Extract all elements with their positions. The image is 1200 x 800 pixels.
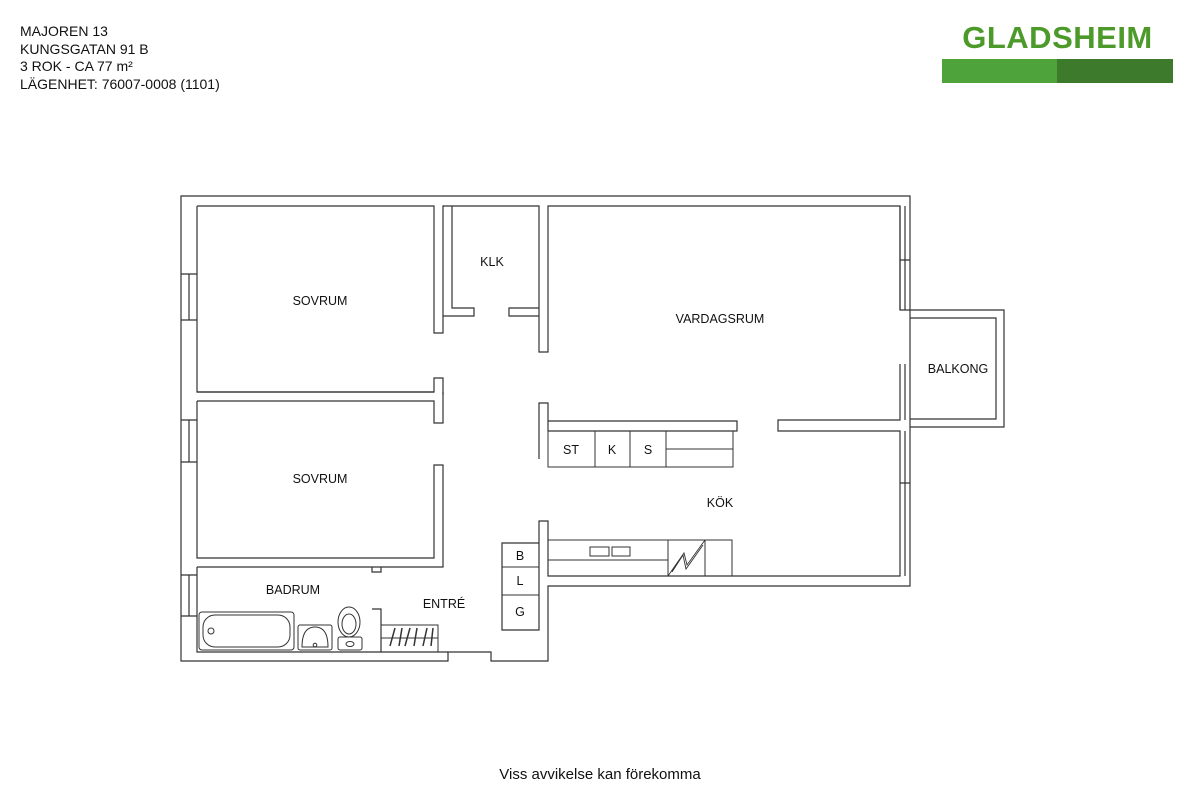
- brand-logo: GLADSHEIM: [942, 18, 1173, 83]
- label-k: K: [608, 443, 617, 457]
- label-kok: KÖK: [707, 496, 734, 510]
- label-entre: ENTRÉ: [423, 596, 465, 611]
- hangers-icon: [389, 627, 434, 647]
- walls: [180, 195, 1005, 662]
- label-sovrum-1: SOVRUM: [293, 294, 348, 308]
- balcony-walls: [910, 309, 1005, 428]
- toilet: [337, 606, 361, 638]
- label-b: B: [516, 549, 524, 563]
- label-balkong: BALKONG: [928, 362, 988, 376]
- apartment-size: 3 ROK - CA 77 m²: [20, 58, 133, 74]
- label-g: G: [515, 605, 525, 619]
- stove: [667, 539, 706, 577]
- sink: [297, 624, 333, 651]
- label-st: ST: [563, 443, 579, 457]
- stove-symbol-icon: [667, 539, 706, 577]
- property-name: MAJOREN 13: [20, 23, 108, 39]
- apartment-number: LÄGENHET: 76007-0008 (1101): [20, 75, 220, 92]
- label-s: S: [644, 443, 652, 457]
- property-address: KUNGSGATAN 91 B: [20, 40, 149, 57]
- brand-bar-dark: [1057, 59, 1173, 83]
- bathroom-walls: [196, 567, 448, 653]
- sink-1: [589, 546, 610, 557]
- living-room-walls: [501, 206, 901, 631]
- brand-bar-light: [942, 59, 1057, 83]
- outer-wall: [180, 195, 911, 662]
- sink-2: [611, 546, 631, 557]
- label-l: L: [517, 574, 524, 588]
- cabinet-g: [501, 594, 540, 631]
- bedroom-divider: [197, 391, 444, 424]
- label-badrum: BADRUM: [266, 583, 320, 597]
- room-labels: SOVRUM KLK VARDAGSRUM BALKONG SOVRUM KÖK…: [266, 255, 988, 611]
- kitchen-counter-lower: [547, 539, 733, 577]
- bathroom-fixtures: [198, 606, 439, 653]
- kitchen-fixtures: [501, 430, 734, 631]
- label-vardagsrum: VARDAGSRUM: [676, 312, 765, 326]
- disclaimer: Viss avvikelse kan förekomma: [499, 766, 701, 783]
- label-klk: KLK: [480, 255, 504, 269]
- bathtub: [198, 611, 295, 651]
- klk-walls: [443, 205, 910, 353]
- bedroom-2-walls: [196, 401, 444, 568]
- label-sovrum-2: SOVRUM: [293, 472, 348, 486]
- bathtub-drain-icon: [207, 627, 215, 635]
- property-info: MAJOREN 13 KUNGSGATAN 91 B 3 ROK - CA 77…: [20, 23, 220, 93]
- brand-bar: [942, 59, 1173, 83]
- fixture-labels: ST K S B L G: [515, 443, 652, 619]
- brand-name: GLADSHEIM: [962, 20, 1153, 55]
